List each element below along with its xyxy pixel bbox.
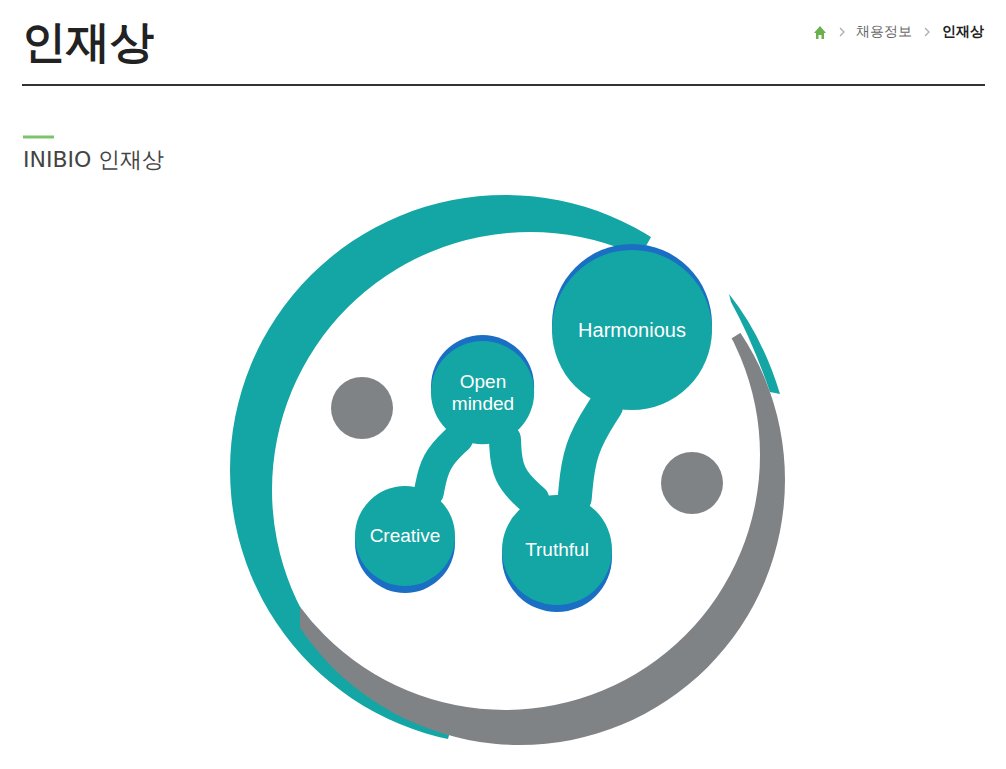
breadcrumb-current: 인재상 [942,23,984,40]
bubble-fill [502,495,612,605]
bubble-fill [431,341,534,444]
home-icon [814,26,826,39]
teal-swoosh [230,195,788,748]
bubble-label: Truthful [525,539,589,561]
breadcrumb-chevron [840,28,844,36]
page-title: 인재상 [22,16,154,69]
bubble-link [429,438,458,492]
accent-line [23,136,54,139]
bubble-link [505,440,534,501]
breadcrumb-chevron [925,28,929,36]
bubble-label: Open minded [443,371,523,415]
gray-dot [661,452,723,514]
section-heading: INIBIO 인재상 [23,147,164,173]
gray-swoosh [250,200,785,745]
header-rule [22,84,985,86]
bubble-link [575,406,606,498]
value-bubble: Creative [355,486,455,586]
bubble-label: Harmonious [578,319,686,342]
bubble-fill [552,250,712,410]
value-bubble: Harmonious [552,250,712,410]
breadcrumb-item: 채용정보 [856,23,912,40]
value-bubble: Truthful [502,495,612,605]
value-bubble: Open minded [431,341,534,444]
bubble-label: Creative [370,525,441,547]
gray-dot [331,377,393,439]
bubble-fill [355,486,455,586]
